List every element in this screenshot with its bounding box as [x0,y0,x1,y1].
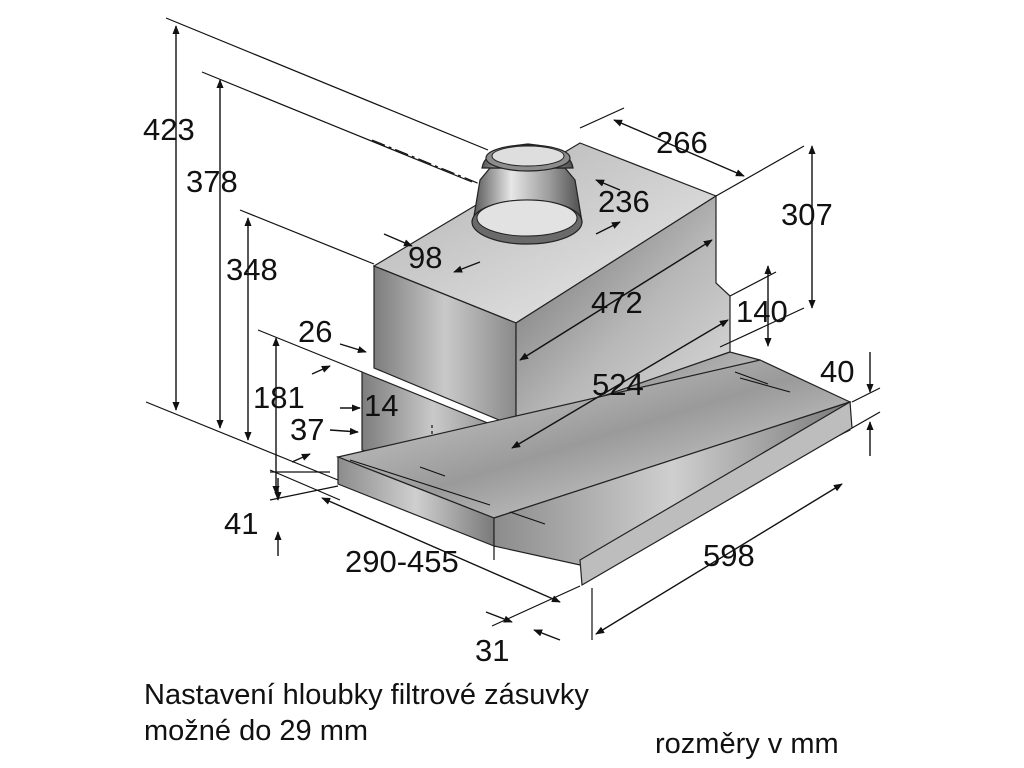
dim-line-31a [485,611,513,623]
dimension-arrows [172,25,874,641]
dim-line-236a [595,179,621,191]
dim-label-236: 236 [598,184,650,219]
dim-label-423: 423 [143,112,195,147]
dim-label-98: 98 [408,240,442,275]
dim-label-14: 14 [364,388,398,423]
dimension-labels: 423 378 348 181 26 14 37 41 98 266 236 3… [143,112,854,668]
dim-line-37 [329,427,359,436]
note-units: rozměry v mm [655,728,839,760]
notes: Nastavení hloubky filtrové zásuvky možné… [144,679,839,760]
dim-line-236b [595,221,621,235]
dim-line-98a [383,233,413,247]
dim-label-307: 307 [781,197,833,232]
dim-label-181: 181 [253,380,305,415]
dim-line-26 [339,343,367,354]
dim-line-290-455 [321,497,561,603]
extension-lines [145,17,881,640]
dim-label-140: 140 [736,294,788,329]
dim-label-40: 40 [820,354,854,389]
dim-line-598 [595,483,843,635]
dim-label-31: 31 [475,633,509,668]
dim-line-98b [453,261,481,273]
dim-label-37: 37 [290,412,324,447]
note-depth-limit: možné do 29 mm [144,715,368,747]
dim-label-598: 598 [703,538,755,573]
hood-illustration [335,142,853,586]
note-depth-adjustment: Nastavení hloubky filtrové zásuvky [144,679,589,711]
dim-label-26: 26 [298,314,332,349]
dim-label-266: 266 [656,125,708,160]
dim-label-290-455: 290-455 [345,544,459,579]
dim-label-378: 378 [186,164,238,199]
dim-label-348: 348 [226,252,278,287]
dim-label-524: 524 [592,367,644,402]
dim-label-41: 41 [224,506,258,541]
dim-line-31b [533,629,561,641]
exhaust-pipe [471,143,583,245]
dim-line-524 [511,319,729,449]
dim-label-472: 472 [591,285,643,320]
dim-line-266 [613,119,745,177]
